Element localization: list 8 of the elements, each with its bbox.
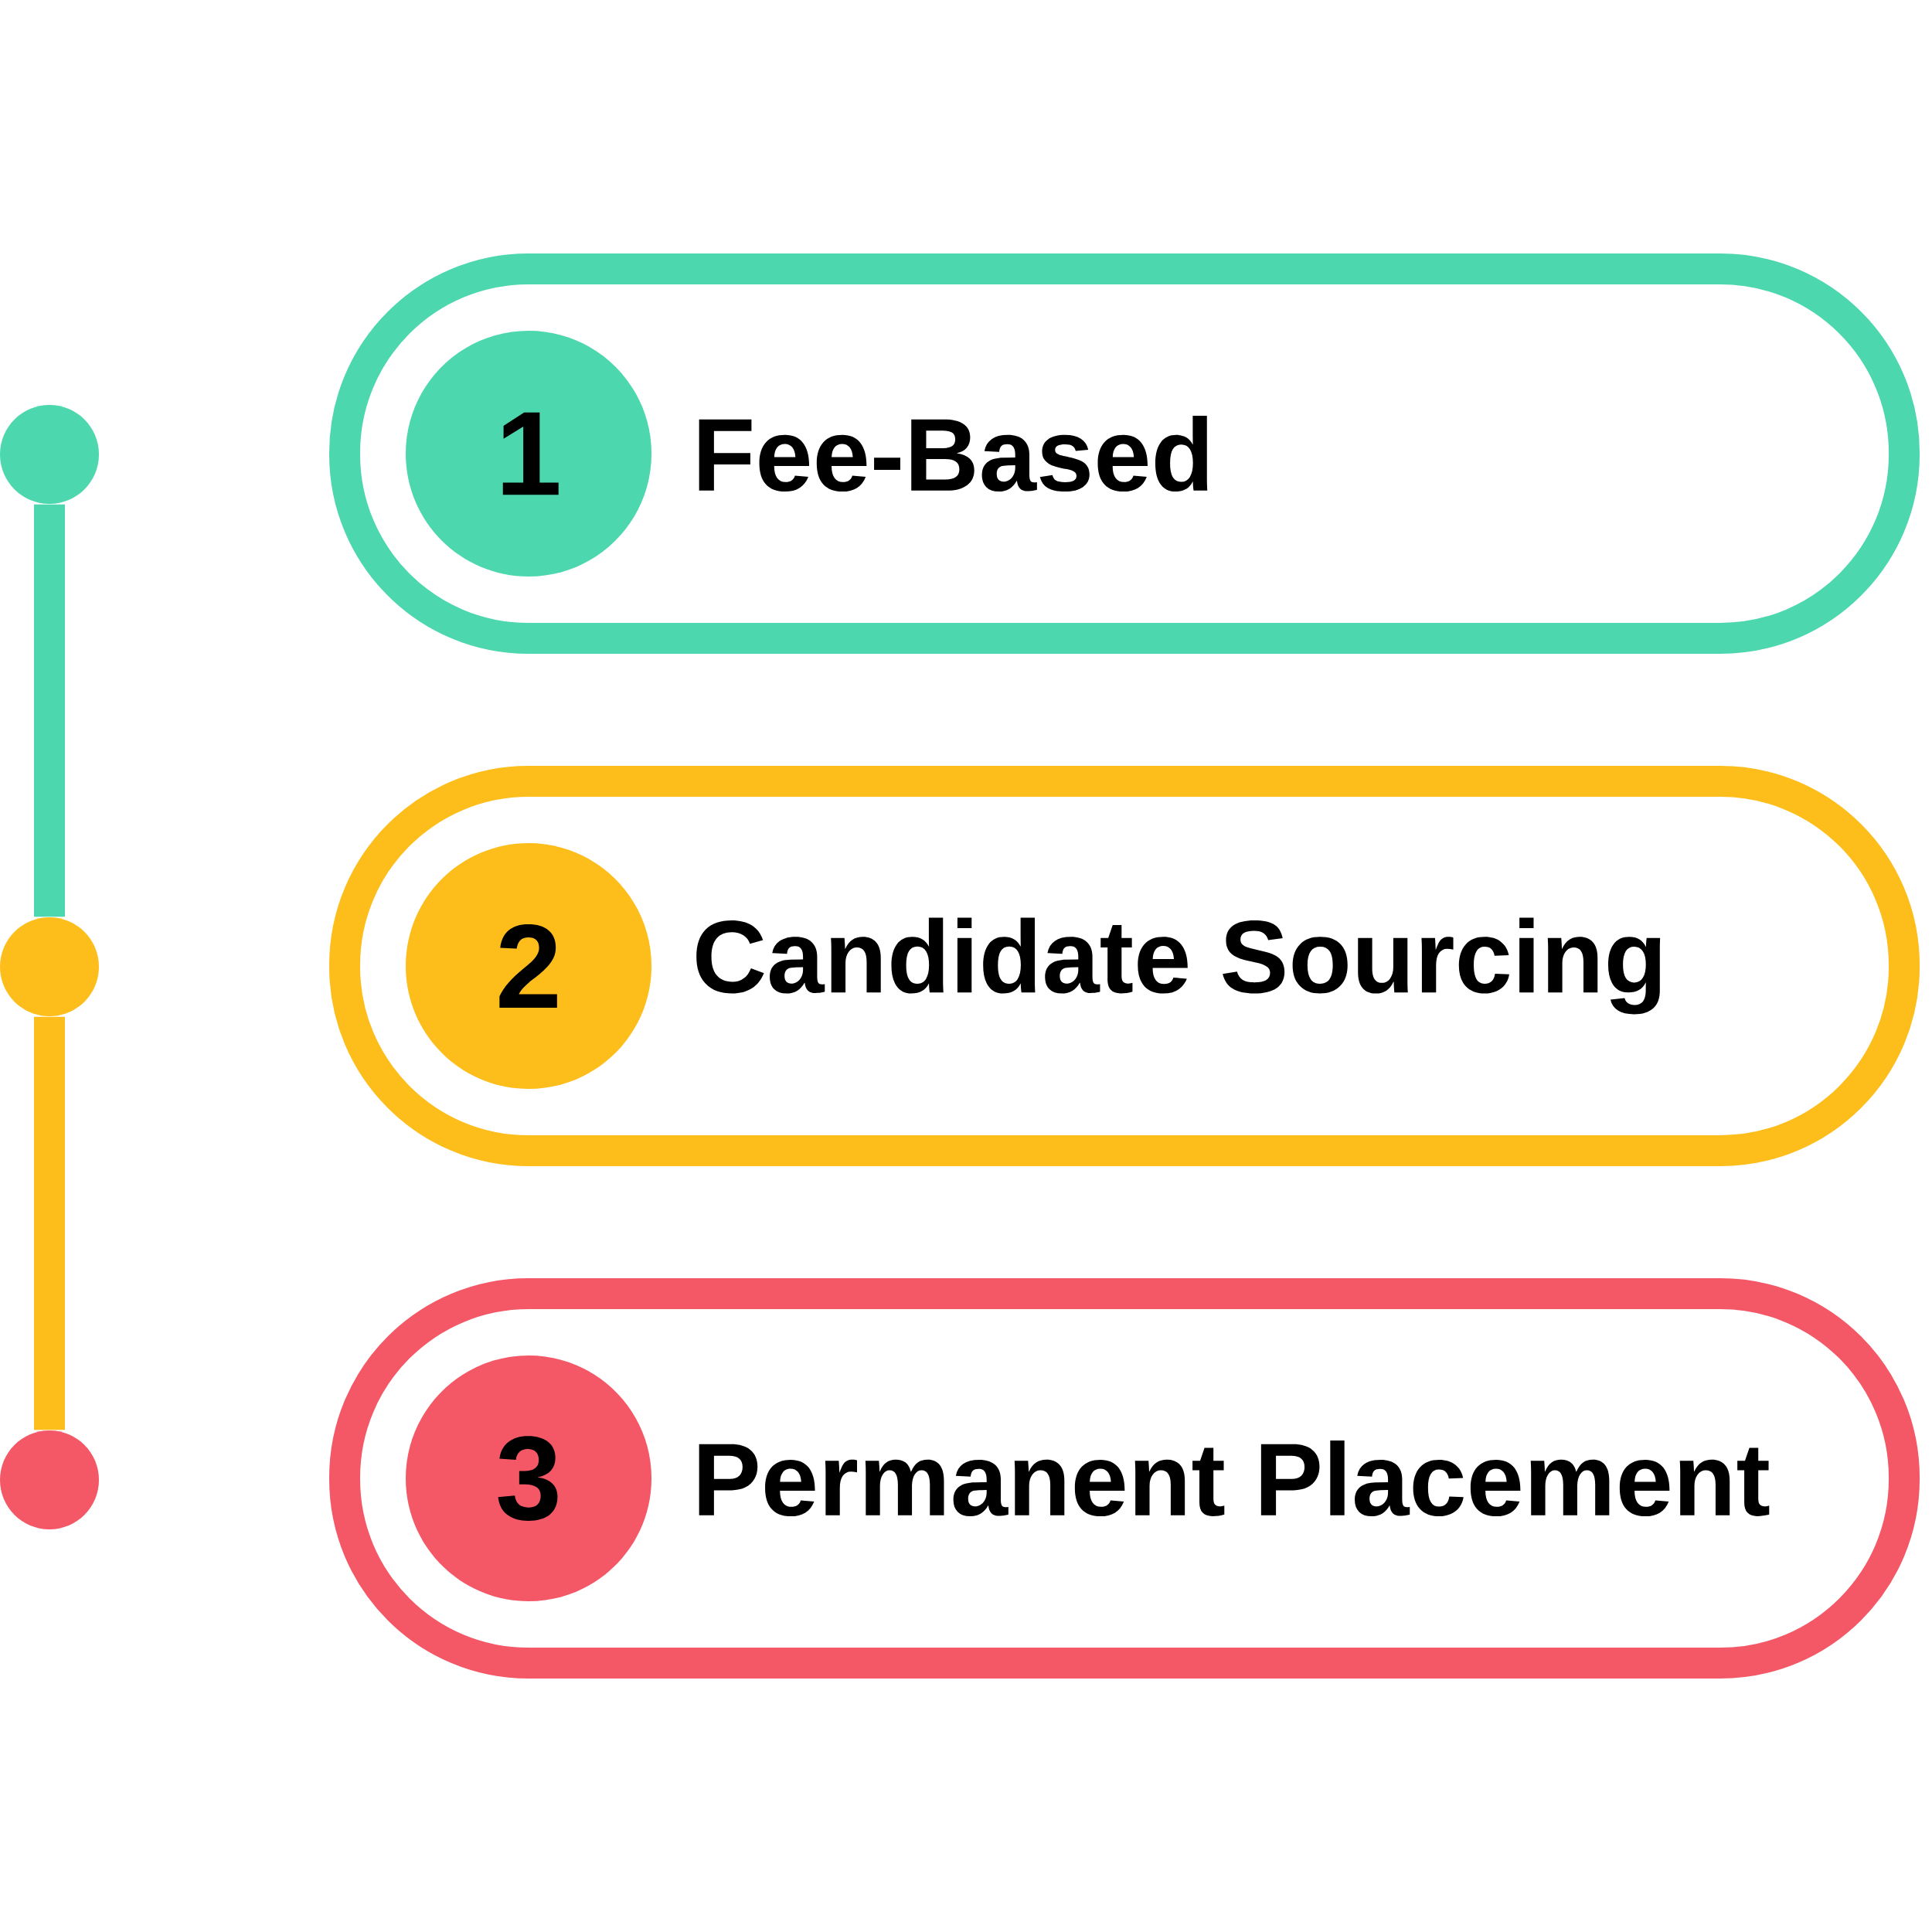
- step-title: Fee-Based: [699, 415, 1208, 492]
- timeline-dot: [0, 405, 99, 504]
- timeline-line: [34, 504, 65, 917]
- timeline-dot: [0, 917, 99, 1016]
- step-title: Permanent Placement: [699, 1440, 1770, 1517]
- step-title: Candidate Sourcing: [696, 917, 1661, 1015]
- timeline-line: [34, 1016, 65, 1430]
- timeline-dot: [0, 1430, 99, 1529]
